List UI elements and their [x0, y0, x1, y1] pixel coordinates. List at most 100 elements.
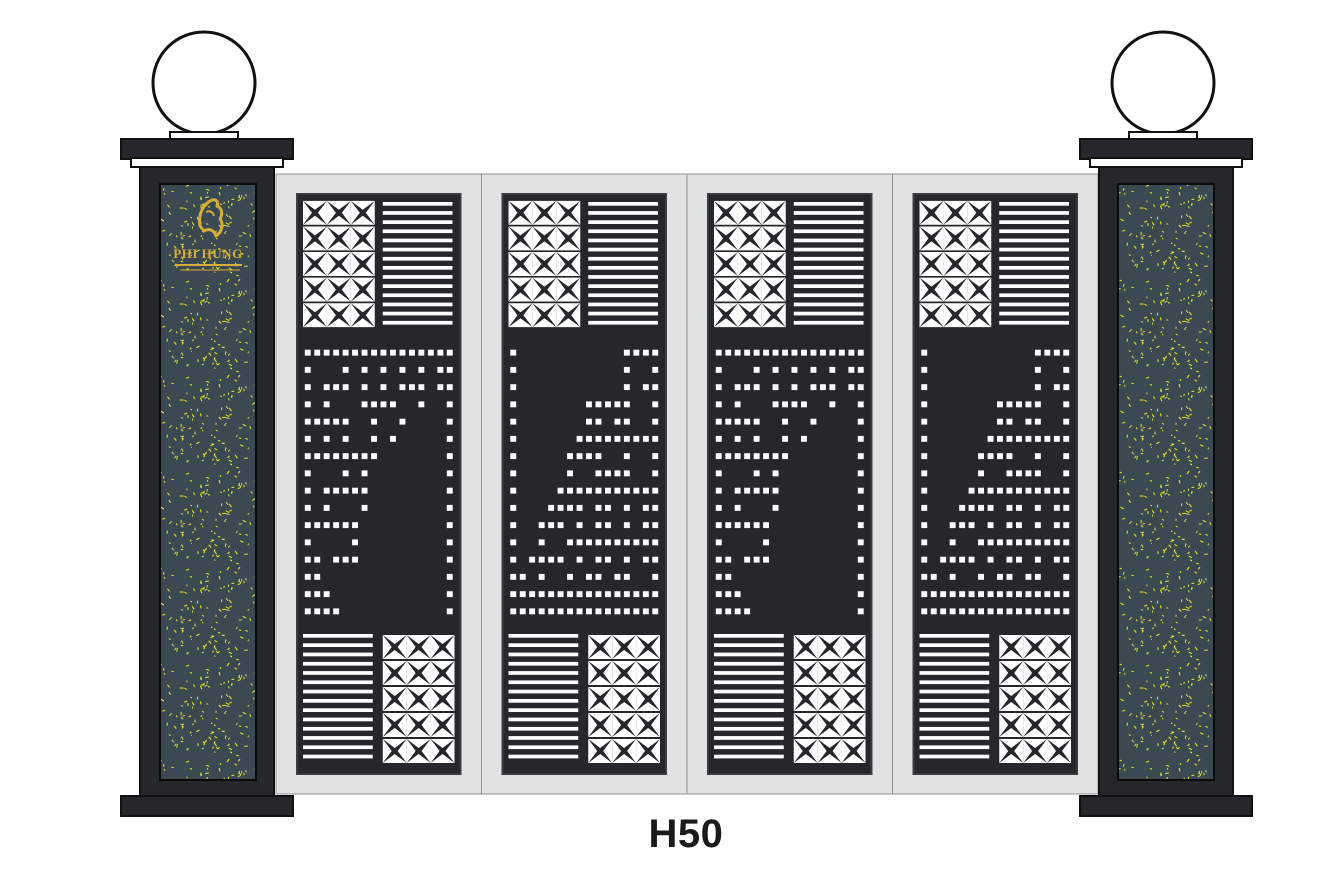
pixel-cutout: [446, 556, 453, 563]
stripe-cutout: [999, 229, 1069, 234]
pixel-cutout: [857, 539, 864, 546]
pixel-cutout: [548, 556, 555, 563]
stripe-cutout: [303, 708, 373, 712]
pixel-cutout: [1006, 504, 1013, 511]
pixel-cutout: [633, 608, 640, 615]
pixel-cutout: [614, 591, 621, 598]
pixel-cutout: [1034, 349, 1041, 356]
stripe-cutout: [919, 643, 990, 647]
star-cutout: [761, 200, 786, 225]
stripe-cutout: [714, 736, 784, 740]
pixel-cutout: [304, 487, 311, 494]
pixel-cutout: [791, 384, 798, 391]
pixel-cutout: [333, 522, 340, 529]
pixel-cutout: [857, 608, 864, 615]
pixel-cutout: [342, 366, 349, 373]
star-cutout: [737, 252, 762, 276]
pixel-cutout: [652, 384, 659, 391]
stripe-cutout: [588, 302, 658, 307]
pixel-cutout: [801, 435, 807, 442]
pixel-cutout: [576, 504, 583, 511]
pixel-cutout: [314, 556, 321, 563]
pixel-cutout: [576, 435, 583, 442]
pixel-cutout: [715, 556, 722, 563]
stripe-cutout: [303, 680, 373, 685]
pixel-cutout: [361, 349, 368, 356]
pixel-cutout: [753, 522, 760, 529]
star-cutout: [999, 713, 1024, 737]
star-cutout: [303, 226, 327, 251]
stripe-cutout: [508, 708, 579, 712]
pixel-cutout: [1053, 349, 1060, 356]
pixel-cutout: [801, 349, 807, 356]
pixel-cutout: [642, 504, 649, 511]
pixel-cutout: [1006, 522, 1013, 529]
pixel-cutout: [763, 539, 769, 546]
pixel-cutout: [538, 608, 545, 615]
pixel-cutout: [652, 453, 659, 460]
gate-leaf: [686, 173, 893, 795]
stripe-cutout: [588, 284, 658, 288]
pixel-cutout: [725, 573, 732, 580]
pixel-cutout: [446, 453, 453, 460]
stripe-cutout: [793, 284, 864, 288]
stripe-cutout: [919, 699, 990, 703]
pixel-cutout: [753, 366, 760, 373]
stripe-cutout: [588, 220, 658, 224]
star-cutout: [326, 226, 351, 251]
pixel-cutout: [652, 487, 659, 494]
star-cutout: [430, 687, 455, 711]
pixel-cutout: [576, 522, 583, 529]
gate-leaves: [275, 173, 1099, 795]
pixel-cutout: [605, 470, 611, 477]
pixel-cutout: [978, 470, 984, 477]
star-cutout: [636, 661, 660, 685]
pixel-cutout: [304, 453, 311, 460]
pixel-cutout: [734, 453, 741, 460]
pixel-cutout: [576, 556, 583, 563]
pixel-cutout: [633, 487, 640, 494]
pixel-cutout: [567, 608, 573, 615]
pixel-cutout: [409, 384, 415, 391]
pixel-cutout: [510, 384, 517, 391]
star-cutout: [761, 303, 786, 328]
star-cutout: [326, 200, 351, 225]
star-cutout: [737, 277, 762, 302]
pixel-cutout: [744, 487, 751, 494]
stripe-cutout: [793, 220, 864, 224]
stripe-cutout: [588, 275, 658, 279]
pixel-cutout: [753, 470, 760, 477]
star-cutout: [714, 277, 738, 302]
star-cutout: [382, 661, 407, 685]
pixel-cutout: [921, 470, 928, 477]
pixel-cutout: [968, 591, 975, 598]
pixel-cutout: [829, 401, 836, 408]
stripe-cutout: [793, 302, 864, 307]
pixel-cutout: [1006, 539, 1013, 546]
pixel-cutout: [352, 349, 358, 356]
pixel-cutout: [304, 522, 311, 529]
pixel-cutout: [323, 608, 330, 615]
star-cutout: [303, 303, 327, 328]
star-cutout: [714, 303, 738, 328]
stripe-cutout: [382, 275, 453, 279]
pixel-cutout: [510, 401, 517, 408]
stripe-cutout: [714, 661, 784, 666]
stripe-cutout: [382, 238, 453, 243]
pixel-cutout: [642, 522, 649, 529]
stripe-cutout: [919, 708, 990, 712]
star-cutout: [532, 226, 557, 251]
pixel-cutout: [352, 453, 358, 460]
pixel-cutout: [614, 435, 621, 442]
pixel-cutout: [949, 539, 956, 546]
stripe-cutout: [382, 302, 453, 307]
pixel-cutout: [314, 591, 321, 598]
stripe-cutout: [382, 211, 453, 215]
stripe-cutout: [382, 320, 453, 325]
pixel-cutout: [715, 573, 722, 580]
pixel-cutout: [921, 418, 928, 425]
left-pillar: PHI HUNG: [120, 30, 294, 817]
pixel-cutout: [1053, 504, 1060, 511]
pixel-cutout: [652, 435, 659, 442]
pixel-cutout: [323, 487, 330, 494]
